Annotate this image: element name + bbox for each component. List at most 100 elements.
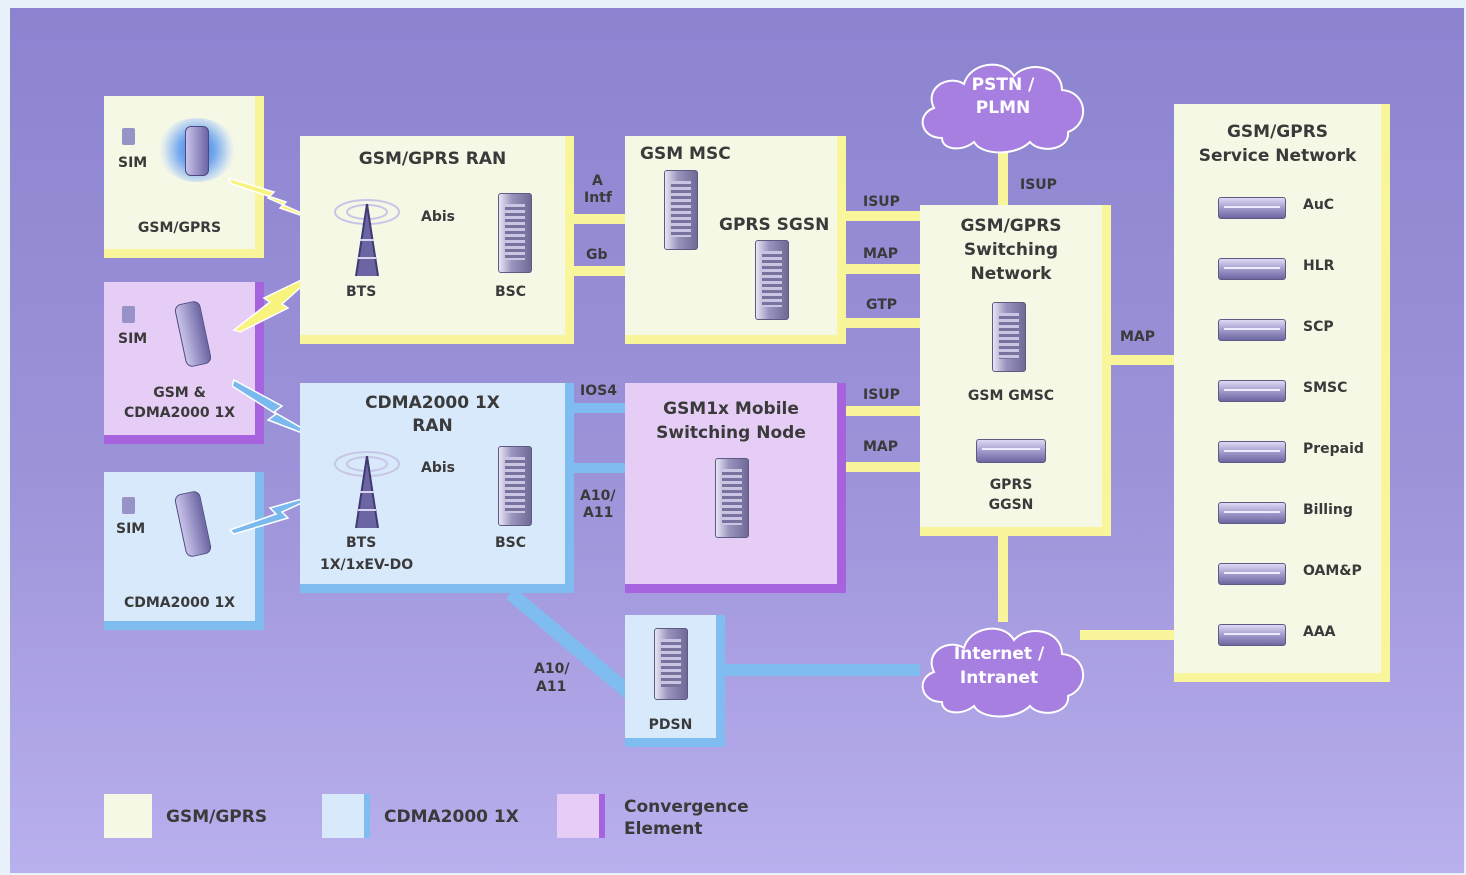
- handset-label: CDMA2000 1X: [123, 595, 236, 611]
- link-ios4: [572, 403, 626, 413]
- sim-card-icon: [122, 497, 135, 514]
- legend-label-gsm: GSM/GPRS: [166, 807, 268, 827]
- bts-label: BTS: [346, 535, 377, 551]
- interface-label-a: A: [592, 173, 603, 189]
- cdma-ran-title: RAN: [412, 416, 453, 436]
- legend-swatch-cdma: [322, 794, 370, 838]
- interface-label-a: Intf: [584, 190, 612, 206]
- billing-device-icon: [1218, 502, 1286, 524]
- convergence-node-title: Switching Node: [656, 423, 806, 443]
- interface-label-map: MAP: [863, 439, 899, 455]
- radio-link-icon: [232, 378, 327, 443]
- interface-label-isup: ISUP: [863, 387, 900, 403]
- link-map-msc: [845, 264, 920, 274]
- bts-label: 1X/1xEV-DO: [320, 557, 414, 573]
- interface-label-a10: A11: [536, 679, 567, 695]
- bsc-server-icon: [498, 446, 532, 526]
- pdsn-server-icon: [654, 628, 688, 700]
- link-isup-msc: [845, 211, 920, 221]
- service-item-label: AuC: [1303, 197, 1335, 213]
- link-isup-convergence: [845, 406, 920, 416]
- link-switching-internet: [998, 532, 1008, 622]
- switching-node-server-icon: [715, 458, 749, 538]
- bsc-label: BSC: [495, 535, 527, 551]
- service-item-label: Prepaid: [1303, 441, 1364, 457]
- gsm-ran-title: GSM/GPRS RAN: [358, 149, 507, 169]
- switching-network-title: Network: [970, 264, 1052, 284]
- service-item-label: HLR: [1303, 258, 1335, 274]
- link-map-service: [1110, 355, 1174, 365]
- sim-label: SIM: [118, 155, 148, 171]
- smsc-device-icon: [1218, 380, 1286, 402]
- bts-label: BTS: [346, 284, 377, 300]
- pstn-label: PLMN: [975, 98, 1031, 118]
- bsc-label: BSC: [495, 284, 527, 300]
- interface-label-a10: A11: [583, 505, 614, 521]
- service-item-label: AAA: [1303, 624, 1336, 640]
- sgsn-server-icon: [755, 240, 789, 320]
- interface-label-isup: ISUP: [863, 194, 900, 210]
- msc-server-icon: [664, 170, 698, 250]
- ggsn-label: GGSN: [988, 497, 1034, 513]
- link-internet-service: [1080, 630, 1174, 640]
- legend-label-convergence: Element: [624, 819, 703, 839]
- legend-swatch-gsm: [104, 794, 152, 838]
- prepaid-device-icon: [1218, 441, 1286, 463]
- link-map-convergence: [845, 462, 920, 472]
- pstn-cloud-icon: [921, 63, 1084, 154]
- oamp-device-icon: [1218, 563, 1286, 585]
- service-item-label: SMSC: [1303, 380, 1348, 396]
- scp-device-icon: [1218, 319, 1286, 341]
- ggsn-label: GPRS: [989, 477, 1033, 493]
- interface-label-gtp: GTP: [866, 297, 898, 313]
- internet-label: Intranet: [959, 668, 1039, 688]
- handset-label: CDMA2000 1X: [123, 405, 236, 421]
- handset-label: GSM/GPRS: [137, 220, 222, 236]
- pdsn-label: PDSN: [648, 717, 693, 733]
- sim-label: SIM: [116, 521, 146, 537]
- internet-label: Internet /: [953, 644, 1045, 664]
- legend-label-convergence: Convergence: [624, 797, 749, 817]
- handset-label: GSM &: [153, 385, 206, 401]
- mobile-phone-icon: [185, 126, 209, 176]
- link-pdsn-internet: [716, 664, 920, 676]
- auc-device-icon: [1218, 197, 1286, 219]
- sim-card-icon: [122, 128, 135, 145]
- interface-label-map: MAP: [1120, 329, 1156, 345]
- service-item-label: OAM&P: [1303, 563, 1362, 579]
- interface-label-a10: A10/: [534, 661, 570, 677]
- link-isup-pstn: [998, 150, 1008, 205]
- link-ran-pdsn: [506, 588, 638, 702]
- legend-swatch-convergence: [557, 794, 605, 838]
- link-gtp: [845, 318, 920, 328]
- antenna-tower-icon: [334, 451, 400, 529]
- switching-network-title: Switching: [963, 240, 1059, 260]
- antenna-tower-icon: [334, 199, 400, 277]
- abis-label: Abis: [421, 209, 455, 225]
- aaa-device-icon: [1218, 624, 1286, 646]
- link-a10-mid: [572, 463, 626, 473]
- interface-label-ios4: IOS4: [580, 383, 617, 399]
- interface-label-map: MAP: [863, 246, 899, 262]
- abis-label: Abis: [421, 460, 455, 476]
- cdma-ran-box: [300, 383, 574, 593]
- link-a-intf: [572, 214, 626, 224]
- internet-cloud-icon: [921, 627, 1084, 718]
- gsm-msc-title: GSM MSC: [640, 144, 731, 164]
- interface-label-a10: A10/: [580, 488, 616, 504]
- gmsc-server-icon: [992, 302, 1026, 372]
- legend-label-cdma: CDMA2000 1X: [384, 807, 519, 827]
- gsm-msc-box: [625, 136, 846, 344]
- sim-label: SIM: [118, 331, 148, 347]
- cdma-ran-title: CDMA2000 1X: [365, 393, 500, 413]
- service-network-title: GSM/GPRS: [1226, 122, 1329, 142]
- service-item-label: SCP: [1303, 319, 1334, 335]
- convergence-node-title: GSM1x Mobile: [663, 399, 799, 419]
- interface-label-gb: Gb: [586, 247, 608, 263]
- bsc-server-icon: [498, 193, 532, 273]
- link-gb: [572, 266, 626, 276]
- sim-card-icon: [122, 306, 135, 323]
- gmsc-label: GSM GMSC: [967, 388, 1055, 404]
- service-network-title: Service Network: [1198, 146, 1357, 166]
